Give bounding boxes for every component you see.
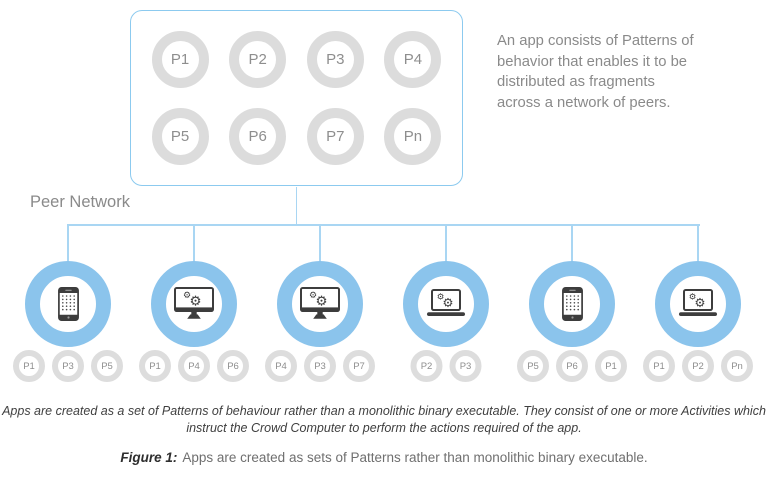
svg-text:⚙: ⚙ [309, 291, 317, 301]
pattern-chip-p3: P3 [449, 350, 482, 382]
pattern-circle-p6: P6 [229, 108, 287, 165]
svg-text:⚙: ⚙ [689, 293, 697, 303]
pattern-chip-p6: P6 [217, 350, 249, 382]
tree-trunk-line [295, 187, 297, 224]
svg-text:⚙: ⚙ [694, 295, 705, 310]
tree-horizontal-line [68, 224, 700, 226]
pattern-chip-p6: P6 [556, 350, 588, 382]
pattern-circle-p7: P7 [306, 108, 364, 165]
figure-label: Figure 1: [120, 450, 178, 465]
pattern-chip-p4: P4 [178, 350, 210, 382]
svg-text:⚙: ⚙ [442, 295, 453, 310]
pattern-circle-p4: P4 [384, 31, 442, 88]
tree-drop-line-6 [697, 224, 699, 262]
figure-caption-text: Apps are created as sets of Patterns rat… [182, 450, 648, 465]
tree-drop-line-2 [193, 224, 195, 262]
peer-node-3-desktop: ⚙ ⚙ [277, 261, 363, 347]
peer-node-5-phone [529, 261, 615, 347]
pattern-chip-p2: P2 [682, 350, 714, 382]
tree-drop-line-3 [319, 224, 321, 262]
pattern-chip-p1: P1 [139, 350, 171, 382]
svg-text:⚙: ⚙ [437, 293, 445, 303]
caption-paragraph: Apps are created as a set of Patterns of… [2, 404, 766, 435]
pattern-chip-p1: P1 [13, 350, 45, 382]
peer-node-6-laptop: ⚙ ⚙ [655, 261, 741, 347]
tree-drop-line-1 [67, 224, 69, 262]
pattern-chip-p3: P3 [304, 350, 336, 382]
pattern-chip-p2: P2 [410, 350, 443, 382]
pattern-circle-pn: Pn [384, 108, 442, 165]
pattern-chip-p5: P5 [91, 350, 123, 382]
pattern-circle-p5: P5 [151, 108, 209, 165]
smartphone-icon [57, 287, 79, 321]
pattern-chip-p5: P5 [517, 350, 549, 382]
peer-network-label: Peer Network [30, 193, 130, 211]
laptop-gears-icon: ⚙ ⚙ [427, 289, 465, 316]
svg-text:⚙: ⚙ [189, 293, 201, 309]
pattern-circle-p2: P2 [229, 31, 287, 88]
pattern-chip-p1: P1 [595, 350, 627, 382]
svg-text:⚙: ⚙ [183, 291, 191, 301]
pattern-circle-p3: P3 [306, 31, 364, 88]
desktop-gears-icon: ⚙ ⚙ [174, 286, 214, 319]
peer-node-1-phone [25, 261, 111, 347]
peer-node-4-laptop: ⚙ ⚙ [403, 261, 489, 347]
pattern-chip-p1: P1 [643, 350, 675, 382]
figure-caption: Figure 1: Apps are created as sets of Pat… [0, 450, 768, 465]
pattern-circle-p1: P1 [151, 31, 209, 88]
pattern-chip-p3: P3 [52, 350, 84, 382]
app-description-text: An app consists of Patterns of behavior … [497, 33, 694, 112]
svg-text:⚙: ⚙ [315, 293, 327, 309]
tree-drop-line-5 [571, 224, 573, 262]
pattern-chip-p7: P7 [343, 350, 375, 382]
desktop-gears-icon: ⚙ ⚙ [300, 286, 340, 319]
peer-node-2-desktop: ⚙ ⚙ [151, 261, 237, 347]
pattern-chip-p4: P4 [265, 350, 297, 382]
pattern-chip-pn: Pn [721, 350, 753, 382]
tree-drop-line-4 [445, 224, 447, 262]
smartphone-icon [561, 287, 583, 321]
laptop-gears-icon: ⚙ ⚙ [679, 289, 717, 316]
